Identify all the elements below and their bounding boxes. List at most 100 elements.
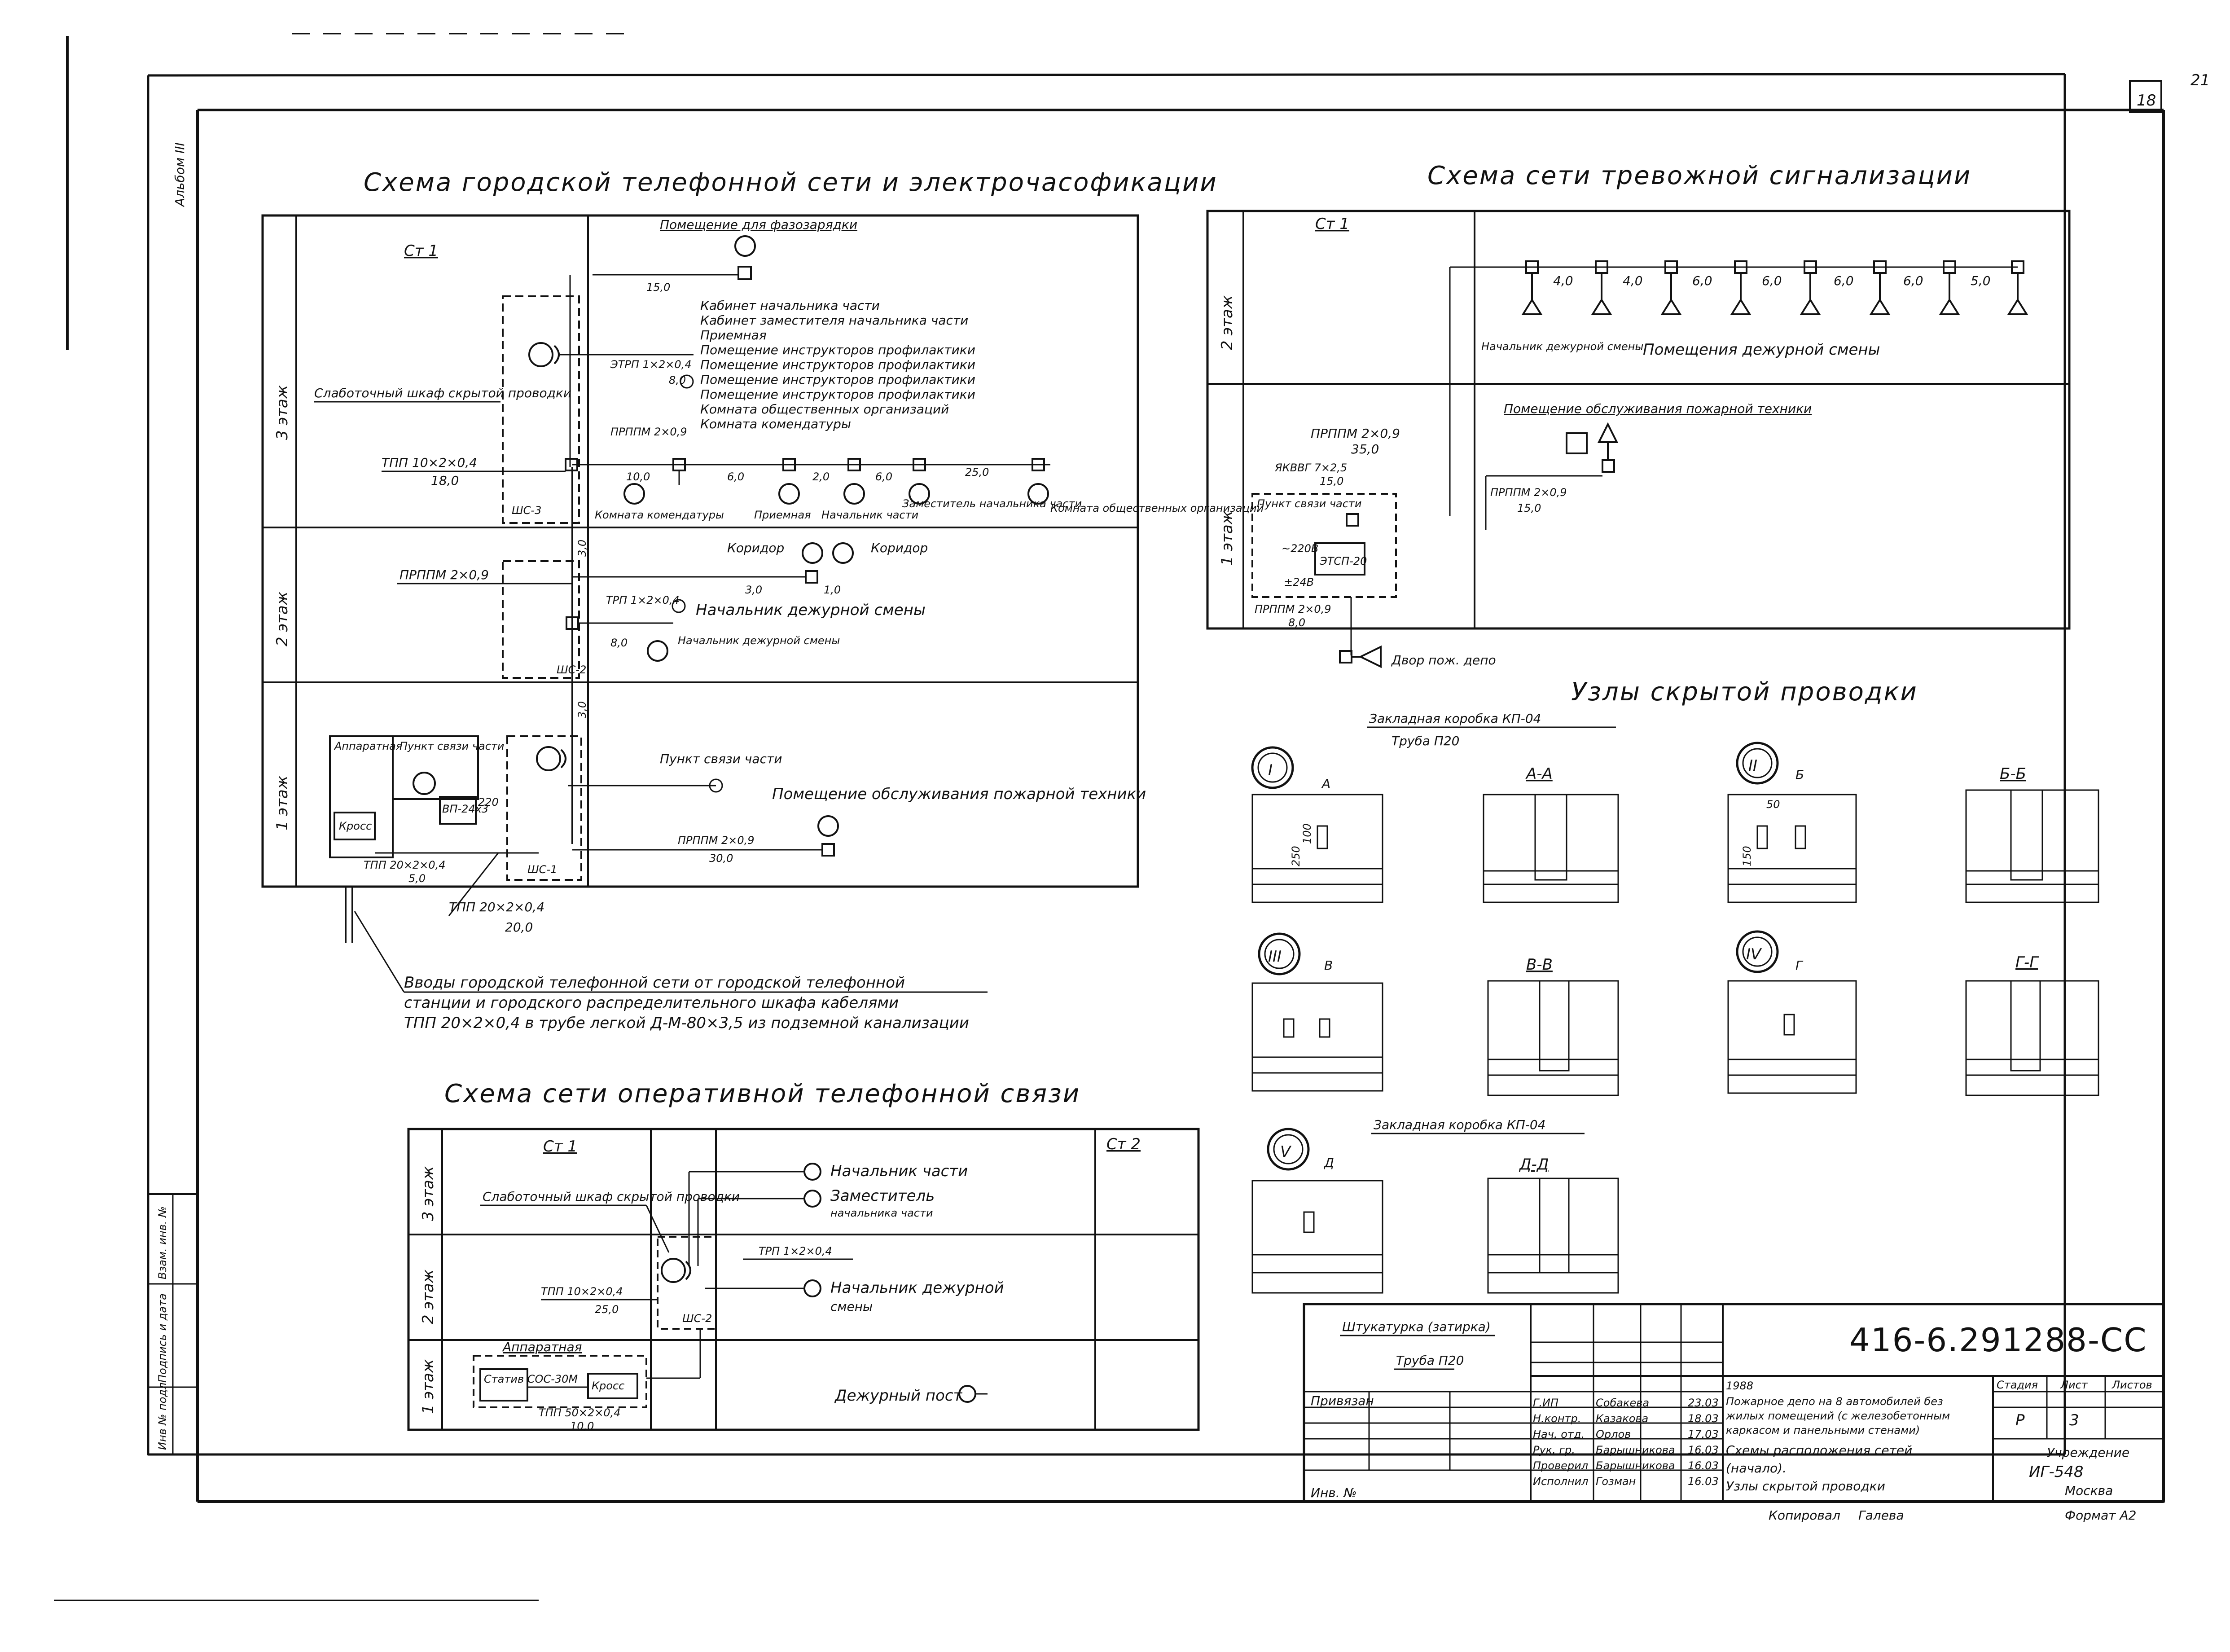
tpp20-len: 5,0 [408, 872, 426, 885]
phone-scheme-frame [261, 214, 1139, 888]
node-cut-III: В [1324, 958, 1333, 973]
room-item: Заместитель начальника части [902, 497, 1082, 510]
section-G [1965, 980, 2099, 1096]
op-cabinet: Слаботочный шкаф скрытой проводки [483, 1189, 740, 1204]
alarm-device: ЭТСП-20 [1319, 555, 1367, 567]
tb-date: 16.03 [1688, 1475, 1719, 1488]
tb-role: Н.контр. [1533, 1412, 1581, 1425]
duty-chief-label: Начальник дежурной смены [696, 601, 926, 619]
sheet-number: 18 [2137, 92, 2156, 110]
clock-icon [1027, 483, 1049, 505]
tb-privyazan: Привязан [1311, 1393, 1374, 1408]
tb-year: 1988 [1726, 1380, 1753, 1392]
section-V [1487, 980, 1619, 1096]
clock-icon [734, 235, 756, 257]
left-stamp [147, 1193, 198, 1455]
room-item: Комната общественных организаций [700, 402, 949, 417]
op-floor-3: 3 этаж [419, 1166, 437, 1221]
len-6a: 6,0 [727, 470, 744, 483]
stamp-inv: Инв № подл [156, 1383, 169, 1450]
prppm-2-label: ПРППМ 2×0,9 [399, 567, 489, 582]
room-item: Помещение инструкторов профилактики [700, 387, 975, 402]
alarm-len: 6,0 [1903, 273, 1923, 288]
op-floor-2: 2 этаж [419, 1269, 437, 1324]
floor1-rooms [329, 735, 479, 858]
tb-name: Гозман [1596, 1475, 1636, 1488]
node-III [1251, 932, 1383, 1092]
tb-stage-h: Стадия [1997, 1379, 2038, 1391]
floor3-clocks [623, 470, 1049, 505]
nodes-pipe-label: Труба П20 [1392, 734, 1459, 748]
section-label-D: Д-Д [1519, 1156, 1549, 1173]
tb-sheet: 3 [2069, 1411, 2079, 1429]
phone-icon [803, 1163, 821, 1181]
alarm-len: 6,0 [1692, 273, 1712, 288]
room-item: Начальник части [821, 509, 918, 521]
bell-icon [1597, 422, 1619, 460]
phone-floor-3: 3 этаж [273, 385, 291, 440]
len-1: 1,0 [824, 584, 841, 596]
len-2: 2,0 [812, 470, 830, 483]
junction-box-icon [782, 458, 796, 471]
comm-point-room: Пункт связи части [660, 751, 782, 766]
note-line: Вводы городской телефонной сети от город… [404, 974, 905, 992]
len-25: 25,0 [965, 466, 989, 479]
clock-icon [413, 772, 436, 795]
op-scheme-title: Схема сети оперативной телефонной связи [444, 1079, 1080, 1108]
prppm-1-label: ПРППМ 2×0,9 [678, 834, 755, 847]
tb-date: 18.03 [1688, 1412, 1719, 1425]
tb-name: Казакова [1596, 1412, 1648, 1425]
len-6b: 6,0 [875, 470, 892, 483]
etrp-label: ЭТРП 1×2×0,4 [610, 358, 692, 371]
tb-role: Нач. отд. [1533, 1428, 1585, 1441]
len-15-top: 15,0 [646, 281, 670, 294]
tpp20-label: ТПП 20×2×0,4 [364, 859, 446, 871]
room-item: Комната комендатуры [700, 417, 851, 431]
junction-box-icon [565, 458, 578, 471]
siren-icon [1869, 273, 1891, 315]
alarm-v24: ±24В [1284, 576, 1314, 589]
alarm-rooms: Помещения дежурной смены [1643, 341, 1880, 359]
tb-description: Пожарное депо на 8 автомобилей без жилых… [1725, 1395, 1950, 1494]
phone-socket-icon [672, 599, 686, 613]
op-tpp10: ТПП 10×2×0,4 [541, 1285, 623, 1298]
op-deputy2: начальника части [830, 1207, 933, 1219]
duty-chiefs-label: Начальник дежурной смены [678, 634, 840, 647]
tb-role: Рук. гр. [1533, 1444, 1575, 1456]
room-item: Приемная [700, 328, 767, 343]
alarm-device-icon [1566, 432, 1588, 454]
nodes-box-label: Закладная коробка КП-04 [1369, 711, 1541, 726]
phone-room-list: Кабинет начальника части Кабинет замести… [700, 298, 975, 431]
tpp10-len: 18,0 [431, 473, 459, 488]
op-apparatus: Аппаратная [502, 1340, 582, 1354]
op-post: Дежурный пост [834, 1387, 963, 1405]
siren-icon [2007, 273, 2028, 315]
phone-st-label: Ст 1 [404, 242, 438, 260]
tb-name: Орлов [1596, 1428, 1631, 1441]
tb-desc-line: каркасом и панельными стенами) [1726, 1424, 1920, 1437]
tpp-out-len: 20,0 [505, 920, 533, 935]
tb-stage: Р [2015, 1411, 2025, 1429]
len-10: 10,0 [626, 470, 650, 483]
copier-name: Галева [1858, 1508, 1904, 1523]
distribution-box-icon [536, 746, 561, 771]
volt-220: 220 [478, 796, 499, 808]
room-item: Помещение инструкторов профилактики [700, 372, 975, 387]
distribution-box-icon [528, 342, 553, 367]
phone-shafts [502, 275, 582, 881]
room-item: Кабинет заместителя начальника части [700, 313, 968, 328]
tpp-out-label: ТПП 20×2×0,4 [449, 900, 544, 914]
op-len10: 10,0 [570, 1420, 594, 1432]
stamp-signature: Подпись и дата [156, 1293, 169, 1383]
phone-socket-icon [709, 778, 723, 793]
junction-box-icon [1602, 459, 1615, 473]
alarm-len: 6,0 [1762, 273, 1782, 288]
alarm-cable: ЯКВВГ 7×2,5 [1274, 461, 1347, 474]
shaft-2: ШС-2 [557, 663, 586, 676]
tb-role: Исполнил [1533, 1475, 1589, 1488]
alarm-len8: 8,0 [1288, 616, 1305, 629]
tb-role: Проверил [1533, 1459, 1588, 1472]
prppm-3-label: ПРППМ 2×0,9 [610, 426, 687, 438]
section-D [1487, 1177, 1619, 1294]
